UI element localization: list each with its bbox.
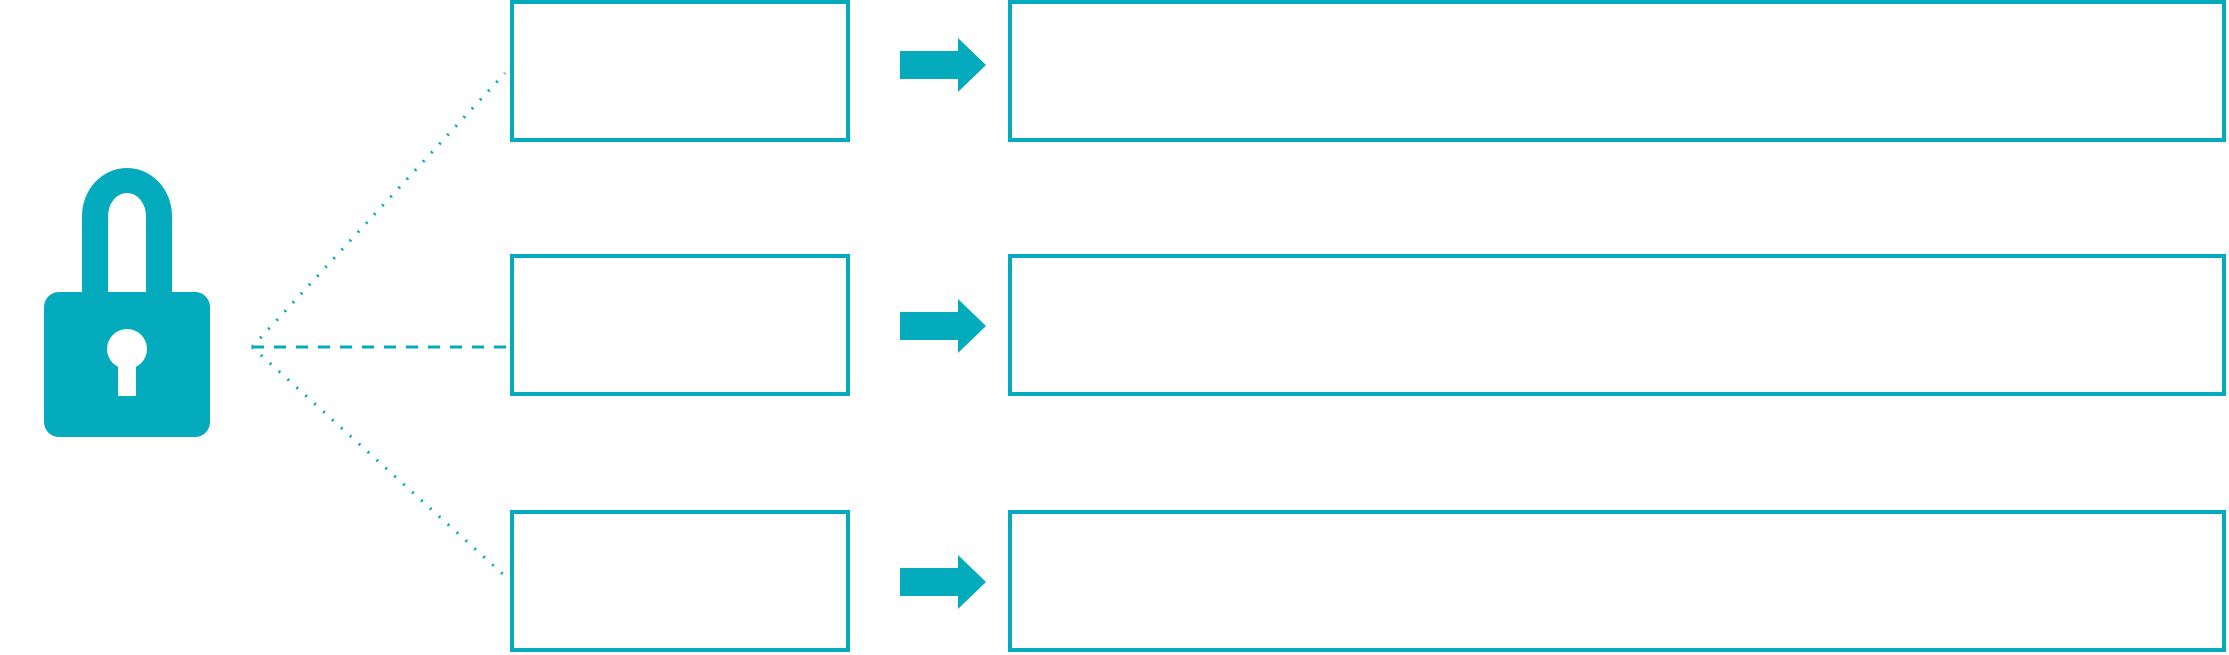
- row-2-large-box[interactable]: [1008, 254, 2226, 396]
- row-3: [510, 510, 2226, 652]
- row-2: [510, 254, 2226, 396]
- row-3-small-box[interactable]: [510, 510, 850, 652]
- row-3-arrow-icon: [900, 555, 986, 609]
- row-2-small-box[interactable]: [510, 254, 850, 396]
- row-1-large-box[interactable]: [1008, 0, 2226, 142]
- connector-group: [250, 71, 507, 578]
- row-1-arrow-icon: [900, 38, 986, 92]
- connector-to-row-3: [250, 345, 507, 578]
- row-2-arrow-icon: [900, 299, 986, 353]
- row-1: [510, 0, 2226, 142]
- padlock-icon: [44, 168, 210, 437]
- padlock-keyhole-icon: [107, 329, 147, 396]
- connector-to-row-1: [250, 71, 507, 349]
- padlock-shackle-icon: [82, 168, 172, 300]
- row-1-small-box[interactable]: [510, 0, 850, 142]
- row-3-large-box[interactable]: [1008, 510, 2226, 652]
